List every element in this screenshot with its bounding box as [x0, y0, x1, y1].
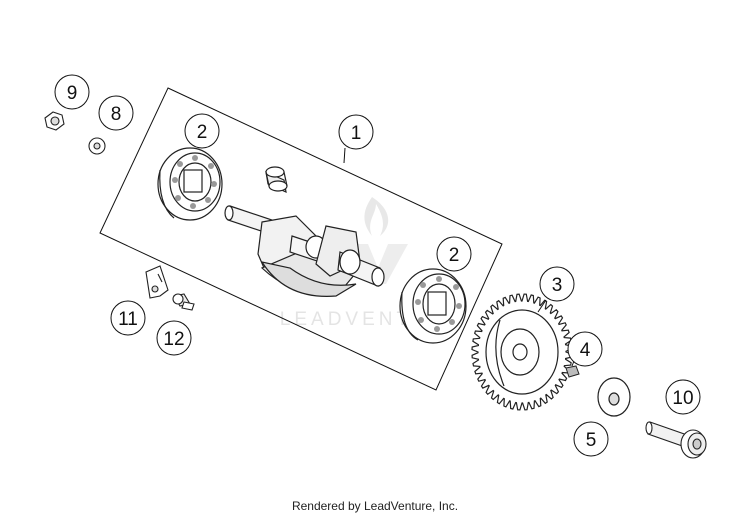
- callout-9: 9: [54, 74, 90, 110]
- bearing-left: [157, 147, 223, 221]
- svg-text:2: 2: [197, 122, 208, 143]
- bolt: [172, 293, 195, 311]
- assembly-frame: [99, 87, 503, 391]
- svg-text:1: 1: [351, 123, 362, 144]
- svg-text:5: 5: [586, 430, 597, 451]
- svg-text:11: 11: [118, 309, 138, 330]
- callout-8: 8: [98, 95, 134, 131]
- svg-text:10: 10: [672, 388, 693, 409]
- screw: [645, 421, 707, 459]
- bushing: [265, 166, 288, 194]
- callout-2-left: 2: [184, 113, 220, 149]
- svg-text:4: 4: [580, 340, 591, 361]
- watermark-v-icon: [348, 244, 408, 284]
- callout-5: 5: [573, 421, 609, 457]
- callout-2-right: 2: [436, 236, 472, 272]
- leader-line-1: [343, 147, 346, 164]
- bracket: [145, 265, 169, 299]
- bearing-right: [399, 268, 467, 344]
- crankshaft: [224, 205, 385, 297]
- small-washer: [88, 137, 106, 155]
- leader-line-3: [537, 299, 547, 313]
- svg-text:9: 9: [67, 83, 78, 104]
- washer: [597, 377, 631, 417]
- watermark-flame-icon: [364, 197, 389, 236]
- callout-1: 1: [338, 114, 374, 150]
- woodruff-key: [565, 365, 580, 378]
- render-credit: Rendered by LeadVenture, Inc.: [291, 499, 459, 513]
- svg-text:8: 8: [111, 104, 122, 125]
- svg-text:12: 12: [163, 329, 184, 350]
- callout-11: 11: [110, 300, 146, 336]
- callout-3: 3: [539, 266, 575, 302]
- callout-10: 10: [665, 379, 701, 415]
- svg-text:2: 2: [449, 245, 460, 266]
- nut: [44, 111, 65, 131]
- callouts: 1 2 2 3 4 5 8 9: [54, 74, 701, 457]
- callout-12: 12: [156, 320, 192, 356]
- gear: [471, 293, 573, 411]
- svg-text:3: 3: [552, 275, 563, 296]
- callout-4: 4: [567, 331, 603, 367]
